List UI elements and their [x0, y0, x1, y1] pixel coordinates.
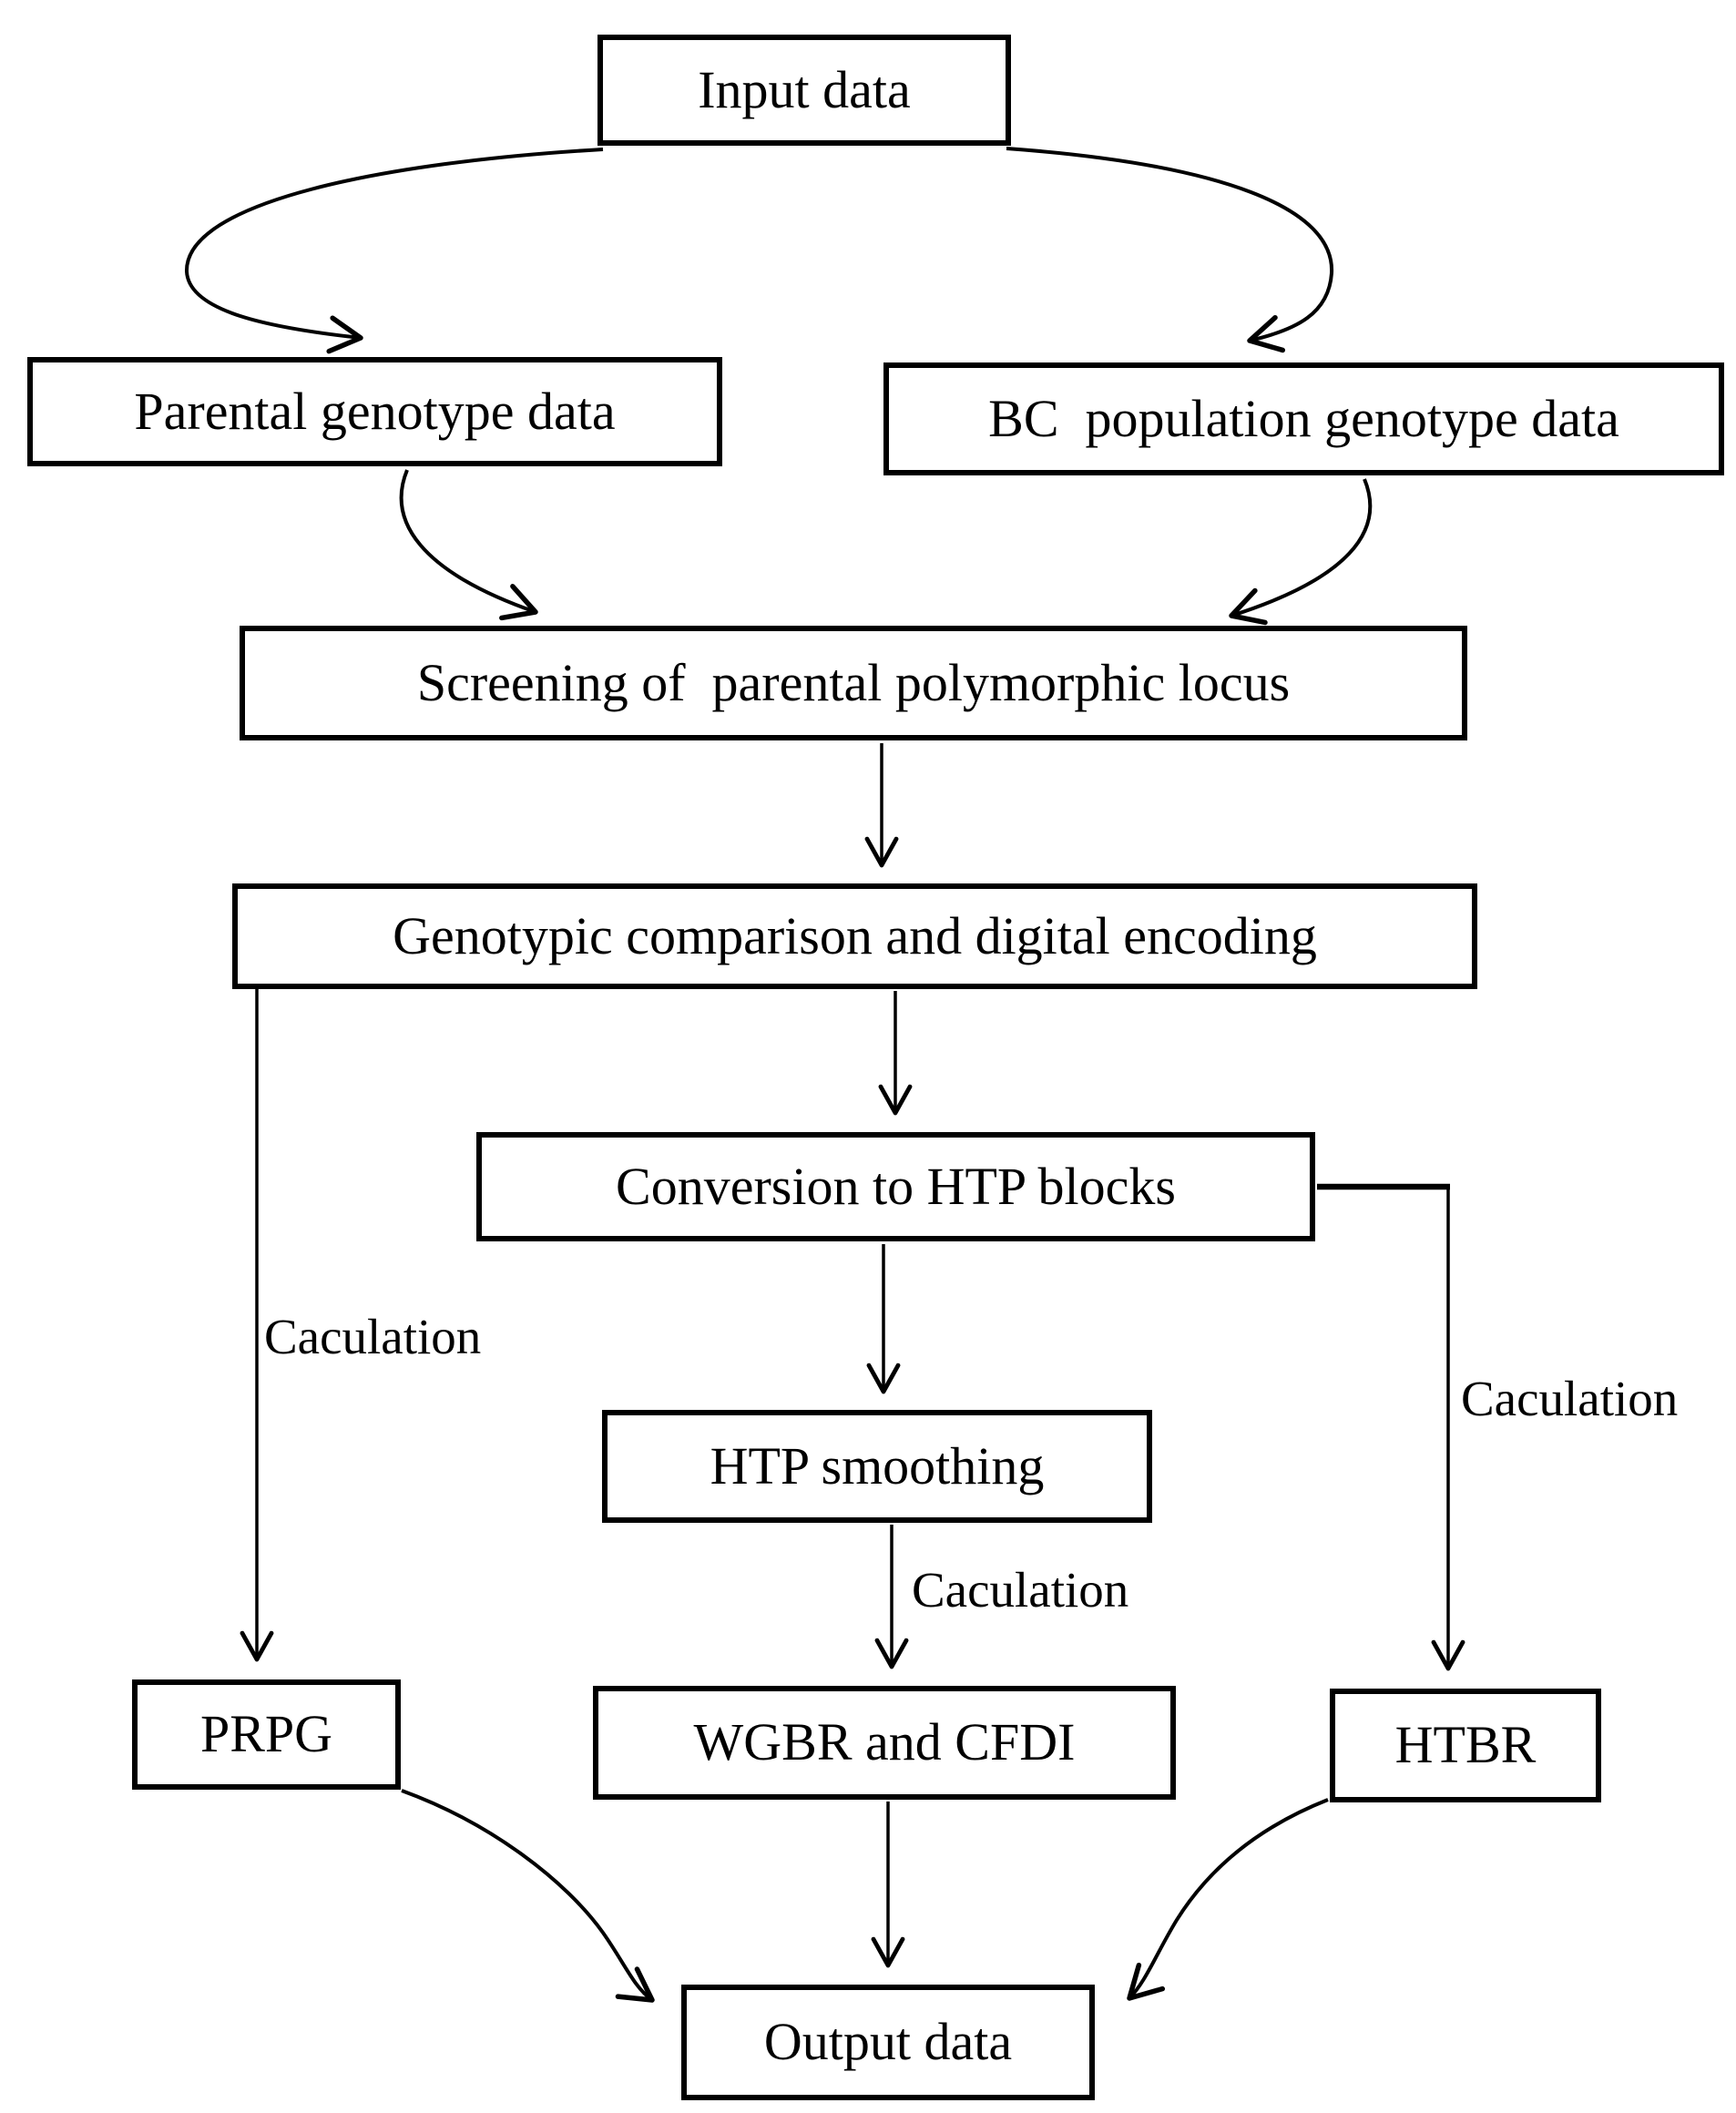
node-screening-parental-polymorphic-locus-label: Screening of parental polymorphic locus: [416, 652, 1291, 712]
node-parental-genotype-data: Parental genotype data: [27, 357, 722, 466]
node-input-data: Input data: [597, 35, 1011, 146]
node-htbr-label: HTBR: [1394, 1715, 1537, 1775]
node-bc-population-genotype-data: BC population genotype data: [883, 362, 1724, 475]
edge-label-caculation-right: Caculation: [1461, 1371, 1679, 1426]
node-output-data-label: Output data: [763, 2012, 1013, 2072]
node-screening-parental-polymorphic-locus: Screening of parental polymorphic locus: [240, 626, 1467, 740]
node-wgbr-and-cfdi: WGBR and CFDI: [593, 1686, 1176, 1800]
edge-prpg-to-output: [401, 1789, 655, 2003]
node-htbr: HTBR: [1330, 1689, 1601, 1802]
node-htp-smoothing-label: HTP smoothing: [710, 1435, 1045, 1495]
edge-input-to-parental: [184, 148, 604, 354]
node-prpg: PRPG: [132, 1679, 401, 1790]
node-wgbr-and-cfdi-label: WGBR and CFDI: [693, 1712, 1076, 1772]
node-conversion-to-htp-blocks: Conversion to HTP blocks: [476, 1132, 1315, 1241]
edge-label-caculation-middle: Caculation: [912, 1562, 1129, 1618]
edge-label-caculation-left: Caculation: [264, 1309, 482, 1364]
node-prpg-label: PRPG: [199, 1704, 333, 1764]
edge-bc-to-screening: [1229, 478, 1373, 626]
node-bc-population-genotype-data-label: BC population genotype data: [988, 388, 1619, 448]
node-input-data-label: Input data: [698, 59, 911, 119]
node-conversion-to-htp-blocks-label: Conversion to HTP blocks: [616, 1156, 1176, 1216]
node-genotypic-comparison-digital-encoding-label: Genotypic comparison and digital encodin…: [393, 905, 1317, 965]
node-htp-smoothing: HTP smoothing: [602, 1410, 1152, 1523]
edge-htbr-to-output: [1127, 1798, 1329, 2001]
edge-input-to-bc: [1006, 147, 1334, 353]
edge-parental-to-screening: [399, 469, 538, 621]
node-output-data: Output data: [681, 1985, 1095, 2100]
node-genotypic-comparison-digital-encoding: Genotypic comparison and digital encodin…: [232, 883, 1477, 989]
node-parental-genotype-data-label: Parental genotype data: [134, 381, 616, 441]
